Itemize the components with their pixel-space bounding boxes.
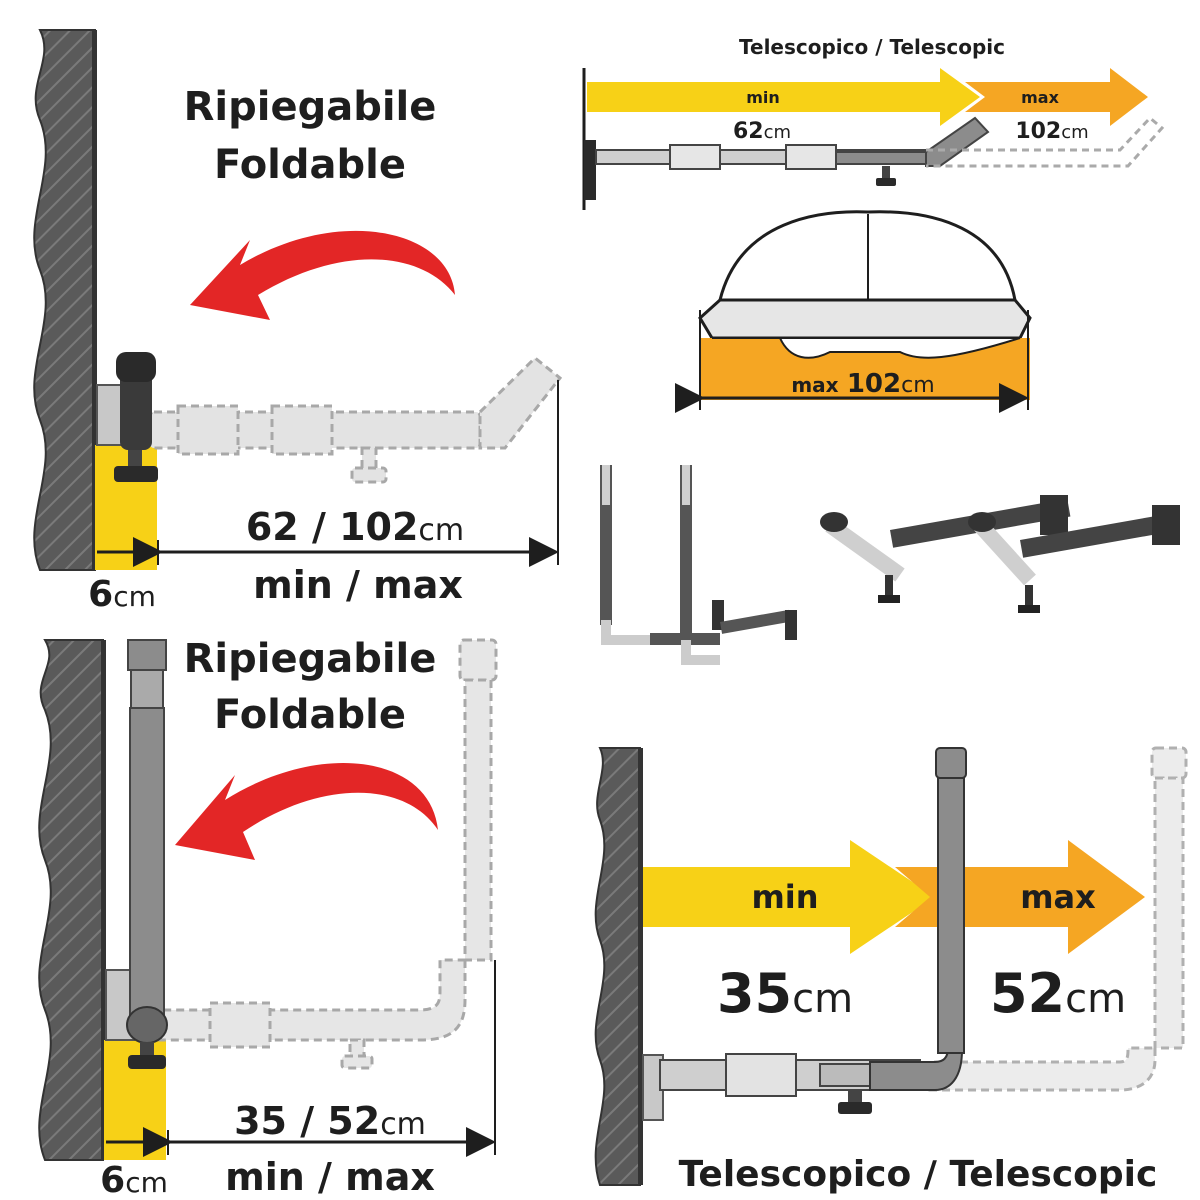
roofbox-label: max 102cm [791, 369, 934, 399]
offset-label: 6cm [100, 1160, 168, 1200]
panel-top-right: Telescopico / Telescopic min max 62cm 10… [582, 35, 1180, 665]
product-photo-folded [600, 465, 797, 665]
telescopic-title-large: Telescopico / Telescopic [679, 1154, 1158, 1195]
title-it: Ripiegabile [184, 636, 437, 682]
ghost-arm [148, 355, 563, 484]
max-arrow-small [965, 68, 1148, 126]
max-label-large: max [1020, 878, 1096, 916]
product-photo-extended [820, 495, 1180, 613]
wall-edge [92, 30, 97, 570]
small-telescopic-arm [584, 115, 1165, 200]
offset-label: 6cm [88, 574, 156, 615]
wall-bottom-right [594, 747, 641, 1186]
min-label-large: min [751, 878, 818, 916]
title-en: Foldable [214, 142, 406, 188]
title-en: Foldable [214, 692, 406, 738]
max-value-large: 52cm [990, 962, 1126, 1025]
folded-arm [96, 352, 158, 482]
min-label-small: min [746, 88, 780, 107]
length-label: 62 / 102cm [246, 505, 464, 549]
min-value-large: 35cm [717, 962, 853, 1025]
panel-bottom-right: min max 35cm 52cm Telescopico / Telescop… [594, 746, 1188, 1195]
wall-edge [638, 748, 643, 1185]
max-value-small: 102cm [1015, 119, 1088, 144]
ghost-arm [928, 746, 1188, 1092]
roof-box: max 102cm [675, 210, 1032, 413]
telescopic-title-small: Telescopico / Telescopic [739, 35, 1005, 59]
title-it: Ripiegabile [184, 84, 437, 130]
fold-arrow-top [190, 230, 455, 320]
panel-top-left: Ripiegabile Foldable 62 / 102cm min / ma… [33, 29, 563, 615]
length-caption: min / max [253, 563, 463, 607]
min-value-small: 62cm [733, 119, 791, 144]
fold-arrow-bottom [175, 762, 438, 860]
panel-bottom-left: Ripiegabile Foldable 35 / 52cm min / max… [38, 636, 498, 1200]
length-label: 35 / 52cm [234, 1099, 426, 1143]
length-caption: min / max [225, 1155, 435, 1199]
upright-arm [105, 639, 168, 1069]
wall-top-left [33, 29, 96, 571]
max-label-small: max [1021, 88, 1059, 107]
telescopic-arm [642, 747, 967, 1121]
wall-edge [101, 640, 106, 1160]
min-arrow-small [587, 68, 980, 126]
min-arrow-large [643, 840, 935, 954]
wall-bottom-left [38, 639, 104, 1161]
